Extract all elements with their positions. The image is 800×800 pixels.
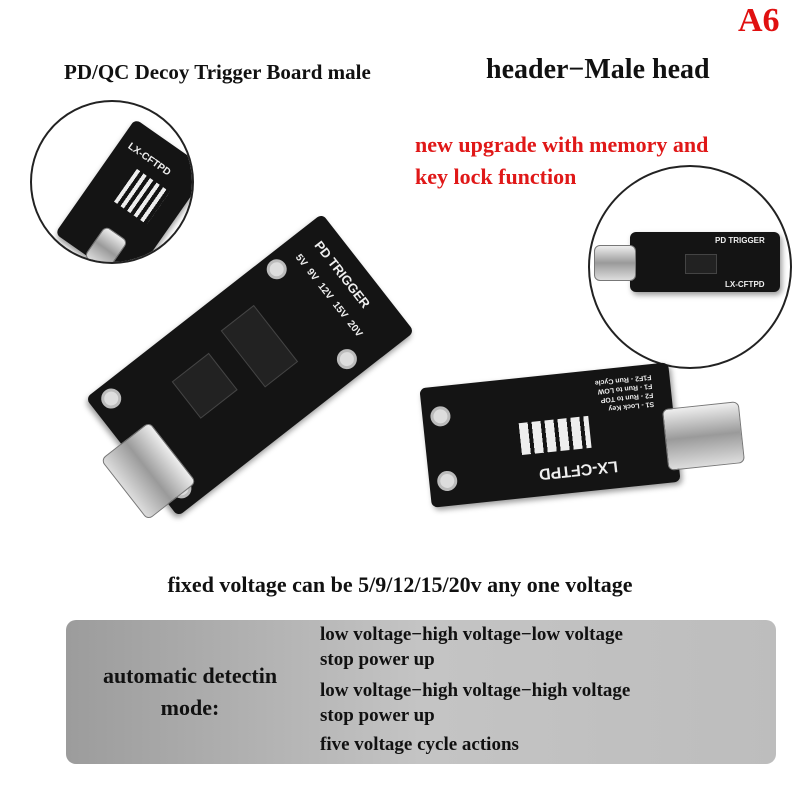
- product-title-suffix: header−Male head: [486, 54, 710, 85]
- upgrade-note-line1: new upgrade with memory and: [415, 132, 709, 157]
- voltage-label-12v: 12V: [315, 281, 335, 302]
- pcb-front: PD TRIGGER LX-CFTPD: [630, 232, 780, 292]
- mounting-hole: [436, 470, 459, 492]
- mode-item: low voltage−high voltage−high voltage: [320, 680, 631, 701]
- voltage-label-9v: 9V: [304, 266, 321, 284]
- mode-label: automatic detectin mode:: [70, 660, 310, 724]
- mode-panel: [66, 620, 776, 764]
- chip: [171, 352, 238, 419]
- mounting-hole: [97, 384, 126, 413]
- inset-photo-back: LX-CFTPD: [30, 100, 194, 264]
- voltage-label-5v: 5V: [292, 252, 310, 269]
- chip: [685, 254, 717, 274]
- dip-switches: [518, 415, 592, 456]
- mounting-hole: [332, 345, 361, 374]
- mode-item: low voltage−high voltage−low voltage: [320, 624, 623, 645]
- pcb-name-label: PD TRIGGER: [715, 236, 765, 245]
- variant-badge: A6: [738, 2, 780, 39]
- fixed-voltage-caption: fixed voltage can be 5/9/12/15/20v any o…: [167, 572, 633, 597]
- inset-photo-front: PD TRIGGER LX-CFTPD: [588, 165, 792, 369]
- mounting-hole: [429, 405, 452, 428]
- chip: [220, 304, 299, 388]
- mode-item: five voltage cycle actions: [320, 734, 519, 755]
- usb-c-connector: [661, 401, 746, 471]
- mode-label-line1: automatic detectin: [102, 663, 278, 688]
- pcb-model-label: LX-CFTPD: [538, 457, 619, 483]
- pcb-name-label: PD TRIGGER: [311, 237, 374, 311]
- pcb-model-label: LX-CFTPD: [725, 280, 765, 289]
- product-title: PD/QC Decoy Trigger Board male: [64, 60, 371, 84]
- usb-c-connector: [594, 245, 636, 281]
- dip-switches: [113, 168, 170, 225]
- upgrade-note-line2: key lock function: [415, 164, 577, 189]
- voltage-label-20v: 20V: [344, 318, 365, 340]
- mode-item: stop power up: [320, 649, 435, 670]
- mode-item: stop power up: [320, 705, 435, 726]
- mode-label-line2: mode:: [160, 695, 220, 720]
- mounting-hole: [262, 255, 291, 284]
- pcb-main-back: S1 - Lock Key F2 - Run to TOP F1 - Run t…: [419, 362, 681, 508]
- pcb-notes: S1 - Lock Key F2 - Run to TOP F1 - Run t…: [594, 372, 654, 414]
- voltage-label-15v: 15V: [330, 299, 350, 321]
